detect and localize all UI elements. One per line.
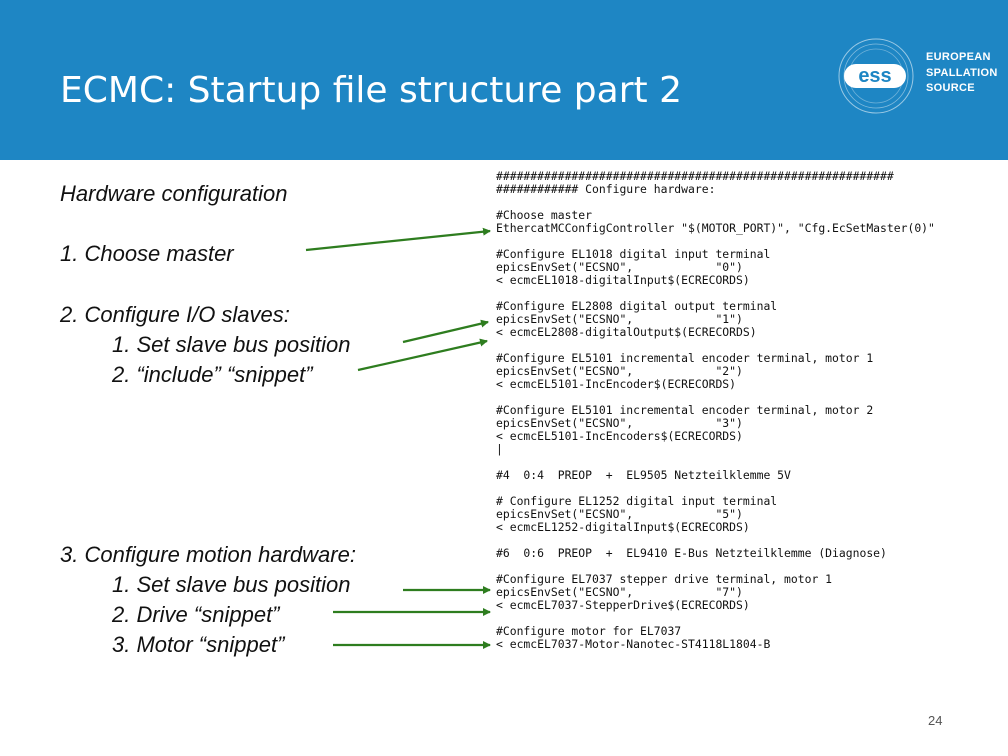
code-line: # Configure EL1252 digital input termina… — [496, 494, 778, 508]
code-line: ########################################… — [496, 169, 894, 183]
code-line: epicsEnvSet("ECSNO", "5") — [496, 507, 743, 521]
code-line: < ecmcEL1252-digitalInput$(ECRECORDS) — [496, 520, 750, 534]
list-item: 2. Configure I/O slaves: — [60, 302, 290, 327]
code-line: epicsEnvSet("ECSNO", "0") — [496, 260, 743, 274]
code-line: #Configure EL1018 digital input terminal — [496, 247, 771, 261]
arrow — [402, 319, 489, 344]
list-item: 2. Drive “snippet” — [112, 602, 280, 627]
code-line: ############ Configure hardware: — [496, 182, 716, 196]
code-line: epicsEnvSet("ECSNO", "7") — [496, 585, 743, 599]
code-line: #Choose master — [496, 208, 593, 222]
code-line: #Configure EL7037 stepper drive terminal… — [496, 572, 833, 586]
code-line: epicsEnvSet("ECSNO", "2") — [496, 364, 743, 378]
title-bar: ECMC: Startup file structure part 2 ess … — [0, 0, 1008, 160]
list-item: 1. Set slave bus position — [112, 332, 351, 357]
list-item: 1. Set slave bus position — [112, 572, 351, 597]
arrow — [305, 227, 491, 252]
ess-logo-icon: ess — [838, 38, 914, 114]
code-line: < ecmcEL5101-IncEncoder$(ECRECORDS) — [496, 377, 737, 391]
code-line: #4 0:4 PREOP + EL9505 Netzteilklemme 5V — [496, 468, 791, 482]
list-item: 3. Motor “snippet” — [112, 632, 285, 657]
code-line: < ecmcEL2808-digitalOutput$(ECRECORDS) — [496, 325, 757, 339]
page-number: 24 — [928, 713, 943, 728]
section-heading: Hardware configuration — [60, 181, 288, 206]
code-line: #Configure motor for EL7037 — [496, 624, 682, 638]
code-line: epicsEnvSet("ECSNO", "1") — [496, 312, 743, 326]
code-line: < ecmcEL5101-IncEncoders$(ECRECORDS) — [496, 429, 743, 443]
list-item: 1. Choose master — [60, 241, 234, 266]
code-line: epicsEnvSet("ECSNO", "3") — [496, 416, 743, 430]
code-line: EthercatMCConfigController "$(MOTOR_PORT… — [496, 221, 935, 235]
arrow — [357, 338, 488, 372]
code-line: #Configure EL5101 incremental encoder te… — [496, 351, 874, 365]
logo-line: EUROPEAN — [926, 51, 991, 63]
code-line: #6 0:6 PREOP + EL9410 E-Bus Netzteilklem… — [496, 546, 887, 560]
logo-text: EUROPEAN SPALLATION SOURCE — [926, 50, 998, 97]
code-line: #Configure EL5101 incremental encoder te… — [496, 403, 874, 417]
code-line: #Configure EL2808 digital output termina… — [496, 299, 778, 313]
list-item: 2. “include” “snippet” — [112, 362, 313, 387]
code-listing: ########################################… — [496, 170, 976, 655]
code-line: < ecmcEL7037-StepperDrive$(ECRECORDS) — [496, 598, 750, 612]
logo-line: SOURCE — [926, 82, 975, 94]
logo-mark: ess — [858, 65, 891, 87]
slide-title: ECMC: Startup file structure part 2 — [60, 70, 682, 111]
list-item: 3. Configure motion hardware: — [60, 542, 356, 567]
logo-line: SPALLATION — [926, 66, 998, 79]
code-line: | — [496, 442, 503, 456]
code-line: < ecmcEL7037-Motor-Nanotec-ST4118L1804-B — [496, 637, 771, 651]
code-line: < ecmcEL1018-digitalInput$(ECRECORDS) — [496, 273, 750, 287]
